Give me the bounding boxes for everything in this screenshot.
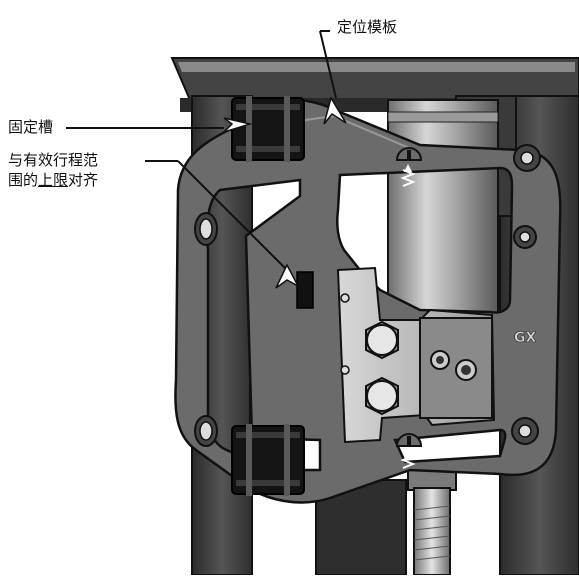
bracket-bolt-lower <box>365 376 399 416</box>
callout-arrow-slot <box>223 117 253 133</box>
valve-stem <box>407 469 457 576</box>
callout-align-line1: 与有效行程范 <box>8 151 99 169</box>
plate-mounting-holes <box>194 144 541 447</box>
plate-hole-right-upper <box>513 225 537 249</box>
stroke-pointer-block <box>296 271 314 309</box>
spring-clip-upper <box>395 147 423 187</box>
plate-hole-right-lower <box>511 417 539 445</box>
actuator-cylinder <box>387 99 499 321</box>
plate-hole-left-upper <box>194 212 218 246</box>
callout-align-line2: 围的上限对齐 <box>8 170 98 190</box>
callout-leader-template <box>319 30 337 99</box>
callout-align-suffix: 对齐 <box>68 171 99 189</box>
bracket-bolt-upper <box>365 320 399 360</box>
callout-arrow-align <box>275 263 300 289</box>
plate-code-marking: GX <box>514 330 536 346</box>
callout-label-align: 与有效行程范 围的上限对齐 <box>8 150 98 190</box>
plate-hole-top-right <box>513 144 541 172</box>
spring-clip-lower <box>395 433 423 469</box>
plate-hole-left-lower <box>194 415 218 447</box>
callout-label-fixing-slot: 固定槽 <box>8 118 54 136</box>
callout-align-emphasis: 上限 <box>38 171 69 189</box>
fixing-slot-lower <box>231 424 305 496</box>
callout-arrow-template <box>323 96 347 125</box>
callout-leader-align <box>145 160 286 269</box>
fixing-slot-upper <box>231 96 305 162</box>
callout-align-prefix: 围的 <box>8 171 39 189</box>
callout-label-template: 定位模板 <box>337 18 398 36</box>
